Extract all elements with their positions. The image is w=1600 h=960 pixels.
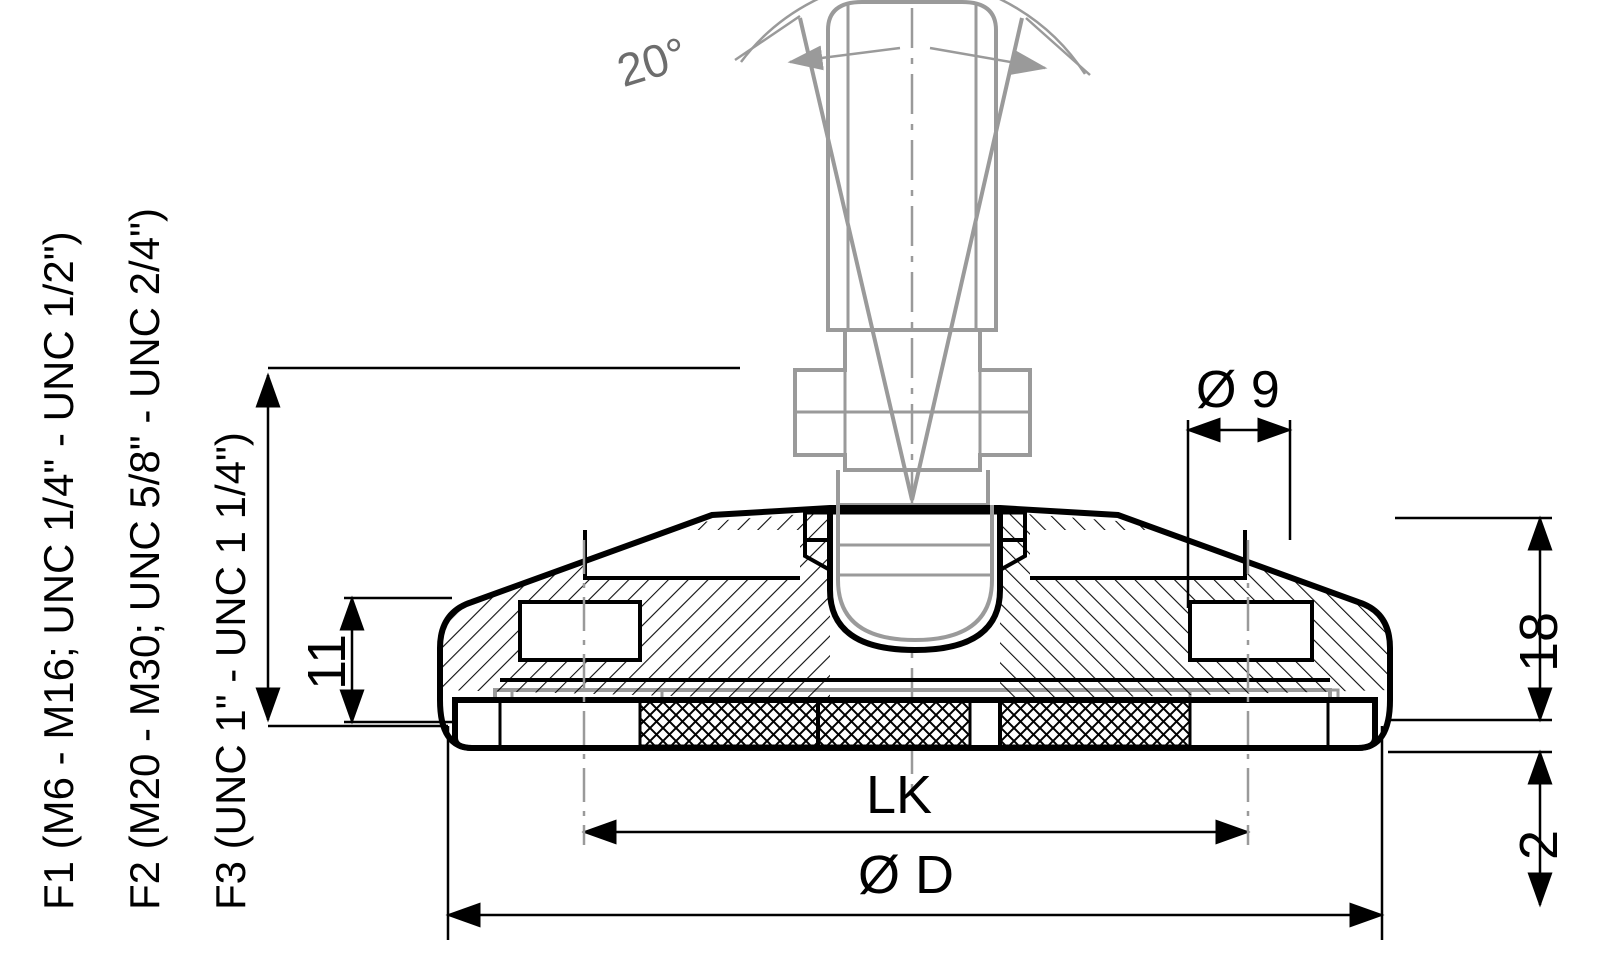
foot-body-section	[437, 505, 1393, 751]
plate-thickness-label: 2	[1509, 829, 1569, 860]
height-left-label: 11	[297, 633, 357, 690]
dimension-lines	[255, 366, 1553, 940]
legend-line-f2: F2 (M20 - M30; UNC 5/8" - UNC 2/4")	[121, 208, 168, 910]
bolt-circle-label: LK	[866, 765, 933, 825]
legend-line-f1: F1 (M6 - M16; UNC 1/4" - UNC 1/2")	[35, 231, 82, 910]
height-right-label: 18	[1509, 611, 1569, 672]
hole-diameter-label: Ø 9	[1196, 361, 1280, 419]
legend-line-f3: F3 (UNC 1" - UNC 1 1/4")	[207, 432, 254, 910]
base-diameter-label: Ø D	[858, 845, 955, 905]
